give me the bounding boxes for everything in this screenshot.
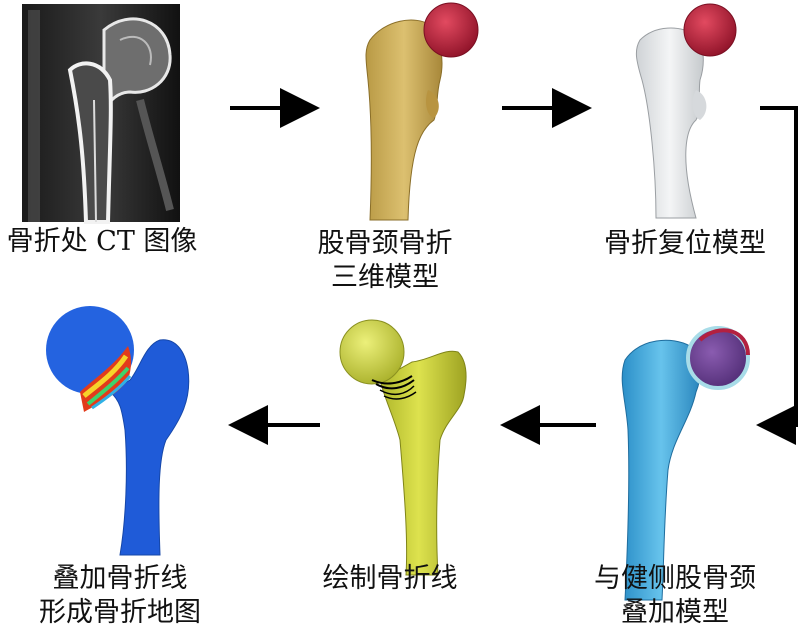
label-overlay-line1: 与健侧股骨颈 bbox=[594, 563, 756, 594]
flow-arrows bbox=[228, 88, 798, 445]
label-reduction-line1: 骨折复位模型 bbox=[604, 228, 766, 259]
label-lines-line1: 绘制骨折线 bbox=[322, 563, 458, 594]
label-map-line1: 叠加骨折线 bbox=[52, 563, 188, 594]
fracture-line-model bbox=[339, 319, 467, 576]
label-overlay: 与健侧股骨颈 叠加模型 bbox=[570, 562, 780, 630]
ct-image bbox=[22, 4, 180, 224]
arrow-reduction-to-overlay bbox=[756, 106, 798, 445]
label-reduction: 骨折复位模型 bbox=[585, 227, 785, 261]
label-ct-line1: 骨折处 CT 图像 bbox=[6, 226, 198, 257]
label-map-line2: 形成骨折地图 bbox=[39, 597, 201, 628]
label-model3d-line1: 股骨颈骨折 bbox=[317, 228, 453, 259]
label-model3d-line2: 三维模型 bbox=[331, 262, 439, 293]
label-lines: 绘制骨折线 bbox=[300, 562, 480, 596]
label-map: 叠加骨折线 形成骨折地图 bbox=[20, 562, 220, 630]
label-model3d: 股骨颈骨折 三维模型 bbox=[300, 227, 470, 295]
overlay-model bbox=[621, 326, 750, 601]
fracture-3d-model bbox=[365, 2, 479, 221]
label-overlay-line2: 叠加模型 bbox=[621, 597, 729, 628]
reduction-model bbox=[635, 3, 737, 219]
label-ct: 骨折处 CT 图像 bbox=[2, 225, 202, 259]
fracture-map-model bbox=[46, 306, 190, 556]
